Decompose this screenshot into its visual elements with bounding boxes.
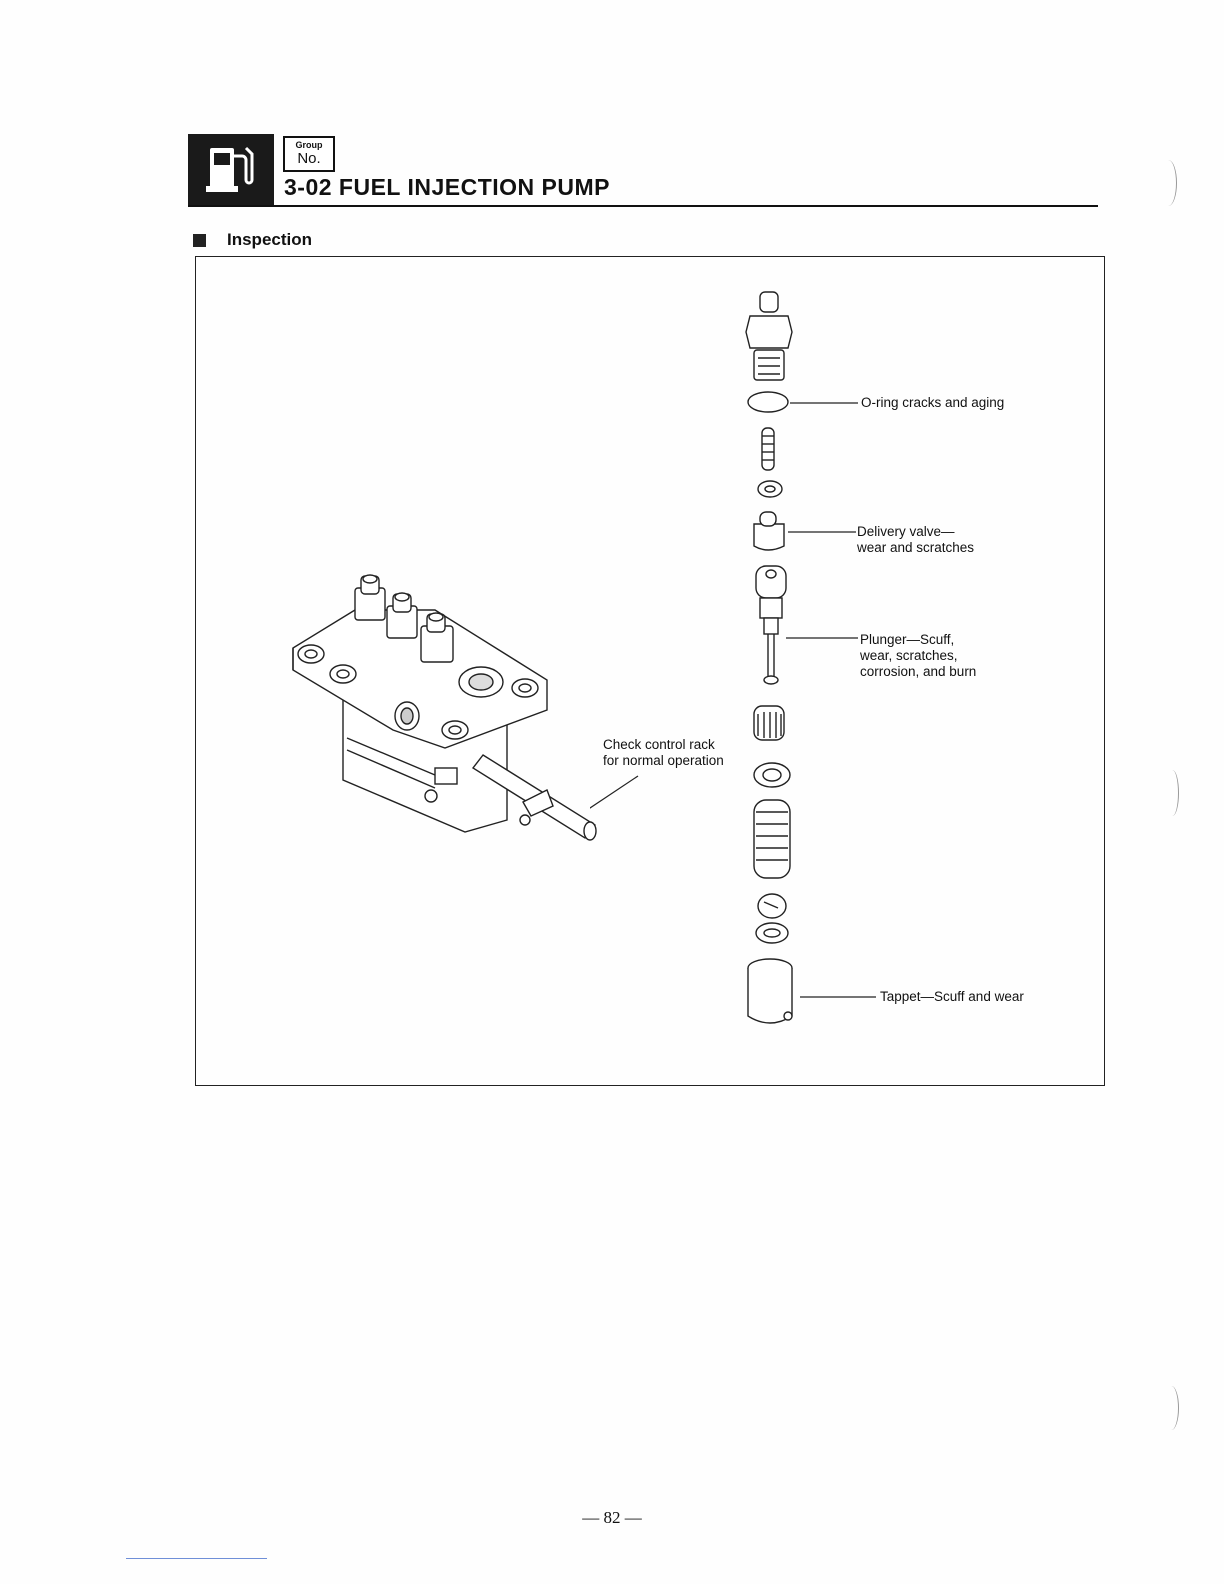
heading-bullet-icon	[193, 234, 206, 247]
group-number-box: Group No.	[283, 136, 335, 172]
fuel-pump-icon	[188, 134, 274, 206]
tappet-label: Tappet—Scuff and wear	[880, 989, 1024, 1005]
tappet-leader-line	[800, 990, 880, 1004]
pump-assembly-illustration	[285, 570, 605, 850]
delivery-valve-label-line1: Delivery valve—	[857, 524, 955, 540]
oring-label: O-ring cracks and aging	[861, 395, 1004, 411]
plunger-label-line1: Plunger—Scuff,	[860, 632, 954, 648]
control-rack-label-line2: for normal operation	[603, 753, 724, 769]
callout-leader-lines	[590, 390, 890, 850]
group-no-label: No.	[285, 151, 333, 167]
plunger-label-line3: corrosion, and burn	[860, 664, 976, 680]
binder-hole-mark	[1166, 770, 1179, 816]
plunger-label-line2: wear, scratches,	[860, 648, 958, 664]
section-heading: Inspection	[227, 230, 312, 250]
page-number: — 82 —	[0, 1508, 1224, 1528]
title-divider	[188, 205, 1098, 207]
delivery-valve-label-line2: wear and scratches	[857, 540, 974, 556]
page-title: 3-02 FUEL INJECTION PUMP	[284, 174, 610, 201]
control-rack-label-line1: Check control rack	[603, 737, 715, 753]
binder-hole-mark	[1160, 160, 1177, 206]
bottom-edge-line	[126, 1558, 267, 1559]
binder-hole-mark	[1164, 1386, 1179, 1430]
